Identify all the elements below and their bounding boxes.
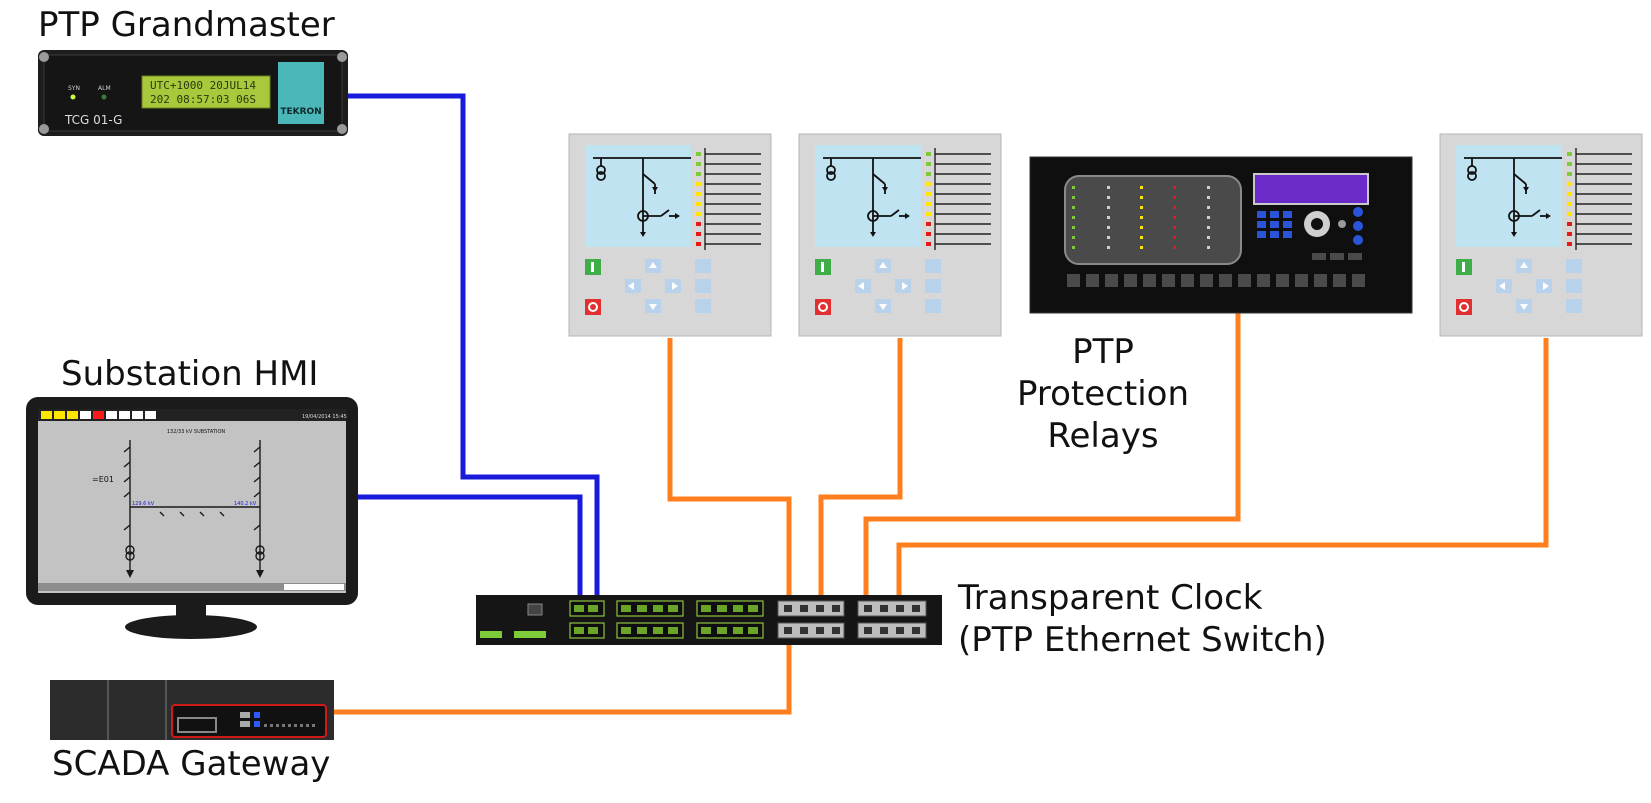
grandmaster-device: SYN ALM UTC+1000 20JUL14 202 08:57:03 06… (38, 50, 348, 136)
link-relay1-switch (667, 338, 792, 598)
hmi-monitor: 19/04/2014 15:45 132/33 kV SUBSTATION =E… (26, 397, 358, 639)
link-relay4-switch (896, 338, 1549, 598)
relay-1 (568, 133, 772, 337)
relays-label-line3: Relays (1047, 416, 1158, 456)
hmi-right-voltage: 140.2 kV (234, 501, 257, 507)
relays-label-line2: Protection (1017, 374, 1189, 414)
ethernet-switch (476, 595, 942, 645)
grandmaster-label: PTP Grandmaster (38, 5, 335, 45)
syn-led (70, 94, 76, 100)
hmi-bay-label: =E01 (92, 475, 114, 484)
link-hmi-switch (358, 494, 583, 598)
relays-label-line1: PTP (1072, 332, 1134, 372)
grandmaster-led-alm-label: ALM (98, 85, 111, 92)
relay-4 (1439, 133, 1643, 337)
link-grandmaster-switch (345, 93, 600, 598)
relay-2 (798, 133, 1002, 337)
alm-led (101, 94, 107, 100)
hmi-label: Substation HMI (61, 354, 318, 394)
grandmaster-lcd-line1: UTC+1000 20JUL14 (150, 79, 256, 92)
hmi-left-voltage: 129.6 kV (132, 501, 155, 507)
hmi-screen-title: 132/33 kV SUBSTATION (167, 429, 226, 435)
link-relay3-switch (863, 313, 1241, 598)
scada-device (50, 680, 334, 740)
link-scada-switch (334, 643, 792, 715)
grandmaster-model: TCG 01-G (64, 113, 122, 127)
links (334, 93, 1549, 715)
grandmaster-lcd (141, 75, 271, 109)
link-relay2-switch (818, 338, 903, 598)
grandmaster-lcd-line2: 202 08:57:03 06S (150, 93, 256, 106)
grandmaster-led-syn-label: SYN (68, 85, 80, 92)
grandmaster-brand-panel (278, 62, 324, 124)
scada-label: SCADA Gateway (52, 744, 330, 784)
relay-3 (1029, 156, 1413, 314)
switch-label-line1: Transparent Clock (957, 578, 1263, 618)
switch-label-line2: (PTP Ethernet Switch) (958, 620, 1327, 660)
grandmaster-brand: TEKRON (280, 107, 321, 117)
hmi-timestamp: 19/04/2014 15:45 (302, 414, 347, 420)
